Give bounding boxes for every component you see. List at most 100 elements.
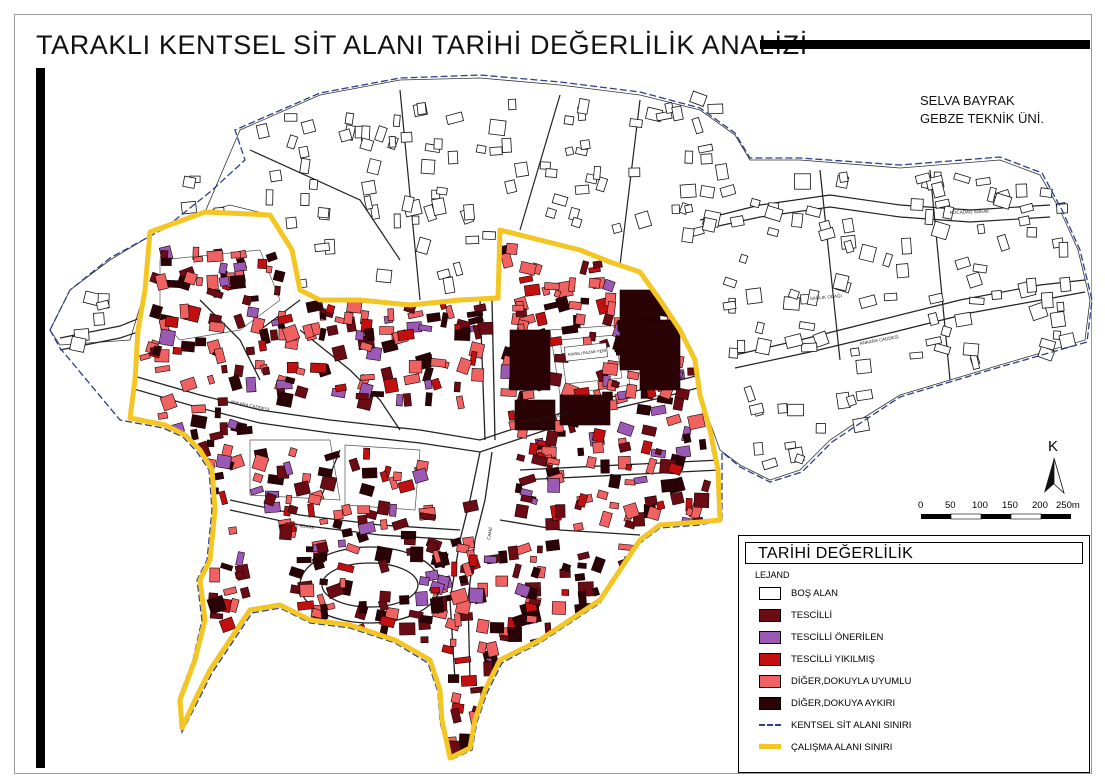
outer-building-footprint bbox=[858, 294, 878, 310]
building-footprint bbox=[337, 539, 346, 548]
outer-building-footprint bbox=[411, 215, 420, 225]
building-footprint bbox=[249, 485, 265, 496]
building-footprint bbox=[318, 327, 327, 342]
scale-tick-4: 200 bbox=[1032, 500, 1048, 511]
outer-building-footprint bbox=[300, 193, 310, 206]
building-footprint bbox=[701, 479, 712, 493]
building-footprint bbox=[265, 251, 278, 263]
building-footprint bbox=[263, 492, 277, 507]
building-footprint bbox=[251, 453, 270, 472]
building-footprint bbox=[363, 327, 375, 342]
building-footprint bbox=[319, 517, 329, 526]
label-kocadag: KOCADAĞ SOKAK bbox=[950, 208, 989, 215]
building-footprint bbox=[518, 275, 534, 284]
building-footprint bbox=[309, 362, 327, 374]
outer-building-footprint bbox=[400, 131, 413, 143]
legend-item-dokuyla-uyumlu: DİĞER,DOKUYLA UYUMLU bbox=[759, 674, 1079, 690]
building-footprint bbox=[473, 736, 484, 748]
building-footprint bbox=[580, 297, 590, 305]
outer-building-footprint bbox=[514, 161, 530, 178]
building-footprint bbox=[424, 392, 433, 407]
outer-building-footprint bbox=[766, 227, 780, 238]
building-footprint bbox=[209, 430, 224, 442]
outer-building-footprint bbox=[895, 263, 910, 279]
building-footprint bbox=[454, 327, 471, 341]
outer-building-footprint bbox=[962, 342, 980, 357]
building-footprint bbox=[319, 578, 329, 586]
outer-building-footprint bbox=[691, 116, 704, 135]
building-footprint bbox=[544, 430, 559, 447]
outer-building-footprint bbox=[845, 394, 857, 407]
building-footprint bbox=[287, 504, 299, 515]
building-footprint bbox=[629, 583, 644, 590]
outer-building-footprint bbox=[182, 175, 197, 189]
building-footprint bbox=[206, 594, 227, 615]
outer-building-footprint bbox=[359, 137, 375, 152]
building-footprint bbox=[530, 497, 539, 506]
building-footprint bbox=[149, 303, 164, 320]
building-footprint bbox=[577, 617, 588, 627]
building-footprint bbox=[672, 397, 685, 412]
building-footprint bbox=[507, 545, 519, 561]
building-footprint bbox=[410, 546, 424, 563]
outer-building-footprint bbox=[671, 105, 684, 122]
building-footprint bbox=[555, 295, 571, 313]
building-footprint bbox=[295, 367, 306, 376]
outer-building-footprint bbox=[629, 118, 643, 128]
legend-label: DİĞER,DOKUYLA UYUMLU bbox=[791, 676, 912, 687]
building-footprint bbox=[561, 324, 579, 335]
outer-building-footprint bbox=[436, 268, 451, 281]
building-footprint bbox=[376, 500, 391, 516]
building-footprint bbox=[302, 323, 315, 339]
building-footprint bbox=[269, 329, 279, 341]
building-footprint bbox=[228, 526, 238, 535]
outer-building-footprint bbox=[593, 165, 602, 180]
building-footprint bbox=[507, 410, 516, 421]
building-footprint bbox=[331, 344, 348, 362]
building-footprint bbox=[462, 499, 479, 514]
building-footprint bbox=[424, 379, 433, 390]
building-footprint bbox=[270, 318, 280, 327]
building-footprint bbox=[646, 505, 662, 521]
building-footprint bbox=[305, 299, 324, 314]
building-footprint bbox=[698, 438, 707, 451]
building-footprint bbox=[218, 490, 229, 506]
legend-title-box: TARİHİ DEĞERLİLİK bbox=[745, 542, 1083, 564]
outer-building-footprint bbox=[972, 263, 988, 274]
outer-building-footprint bbox=[782, 296, 801, 311]
building-footprint bbox=[403, 538, 416, 546]
outer-building-footprint bbox=[284, 113, 298, 122]
building-footprint bbox=[299, 583, 315, 598]
outer-building-footprint bbox=[689, 90, 708, 107]
building-footprint bbox=[614, 598, 626, 605]
outer-building-footprint bbox=[269, 169, 283, 183]
building-footprint bbox=[660, 478, 677, 493]
legend-label: TESCİLLİ ÖNERİLEN bbox=[791, 632, 884, 643]
outer-building-footprint bbox=[787, 403, 804, 417]
building-footprint bbox=[379, 590, 391, 603]
building-footprint bbox=[343, 311, 354, 325]
outer-building-footprint bbox=[749, 197, 761, 209]
building-footprint bbox=[568, 300, 582, 311]
outer-building-footprint bbox=[901, 237, 912, 255]
label-kapali-pazar: KAPALI PAZAR YERİ bbox=[568, 348, 607, 357]
covered-market: KAPALI PAZAR YERİ bbox=[564, 342, 608, 362]
building-footprint bbox=[559, 394, 611, 426]
outer-building-footprint bbox=[738, 253, 749, 264]
legend-label: DİĞER,DOKUYA AYKIRI bbox=[791, 698, 896, 709]
outer-building-footprint bbox=[300, 119, 317, 135]
building-footprint bbox=[276, 391, 294, 408]
outer-building-footprint bbox=[701, 217, 718, 233]
outer-building-footprint bbox=[1019, 202, 1035, 214]
building-footprint bbox=[195, 337, 207, 347]
outer-building-footprint bbox=[719, 184, 737, 198]
outer-building-footprint bbox=[539, 161, 551, 170]
building-footprint bbox=[622, 502, 640, 520]
building-footprint bbox=[637, 574, 656, 593]
building-footprint bbox=[206, 374, 216, 385]
outer-building-footprint bbox=[805, 205, 822, 218]
building-footprint bbox=[483, 555, 497, 564]
building-footprint bbox=[600, 459, 610, 474]
building-footprint bbox=[233, 313, 246, 330]
